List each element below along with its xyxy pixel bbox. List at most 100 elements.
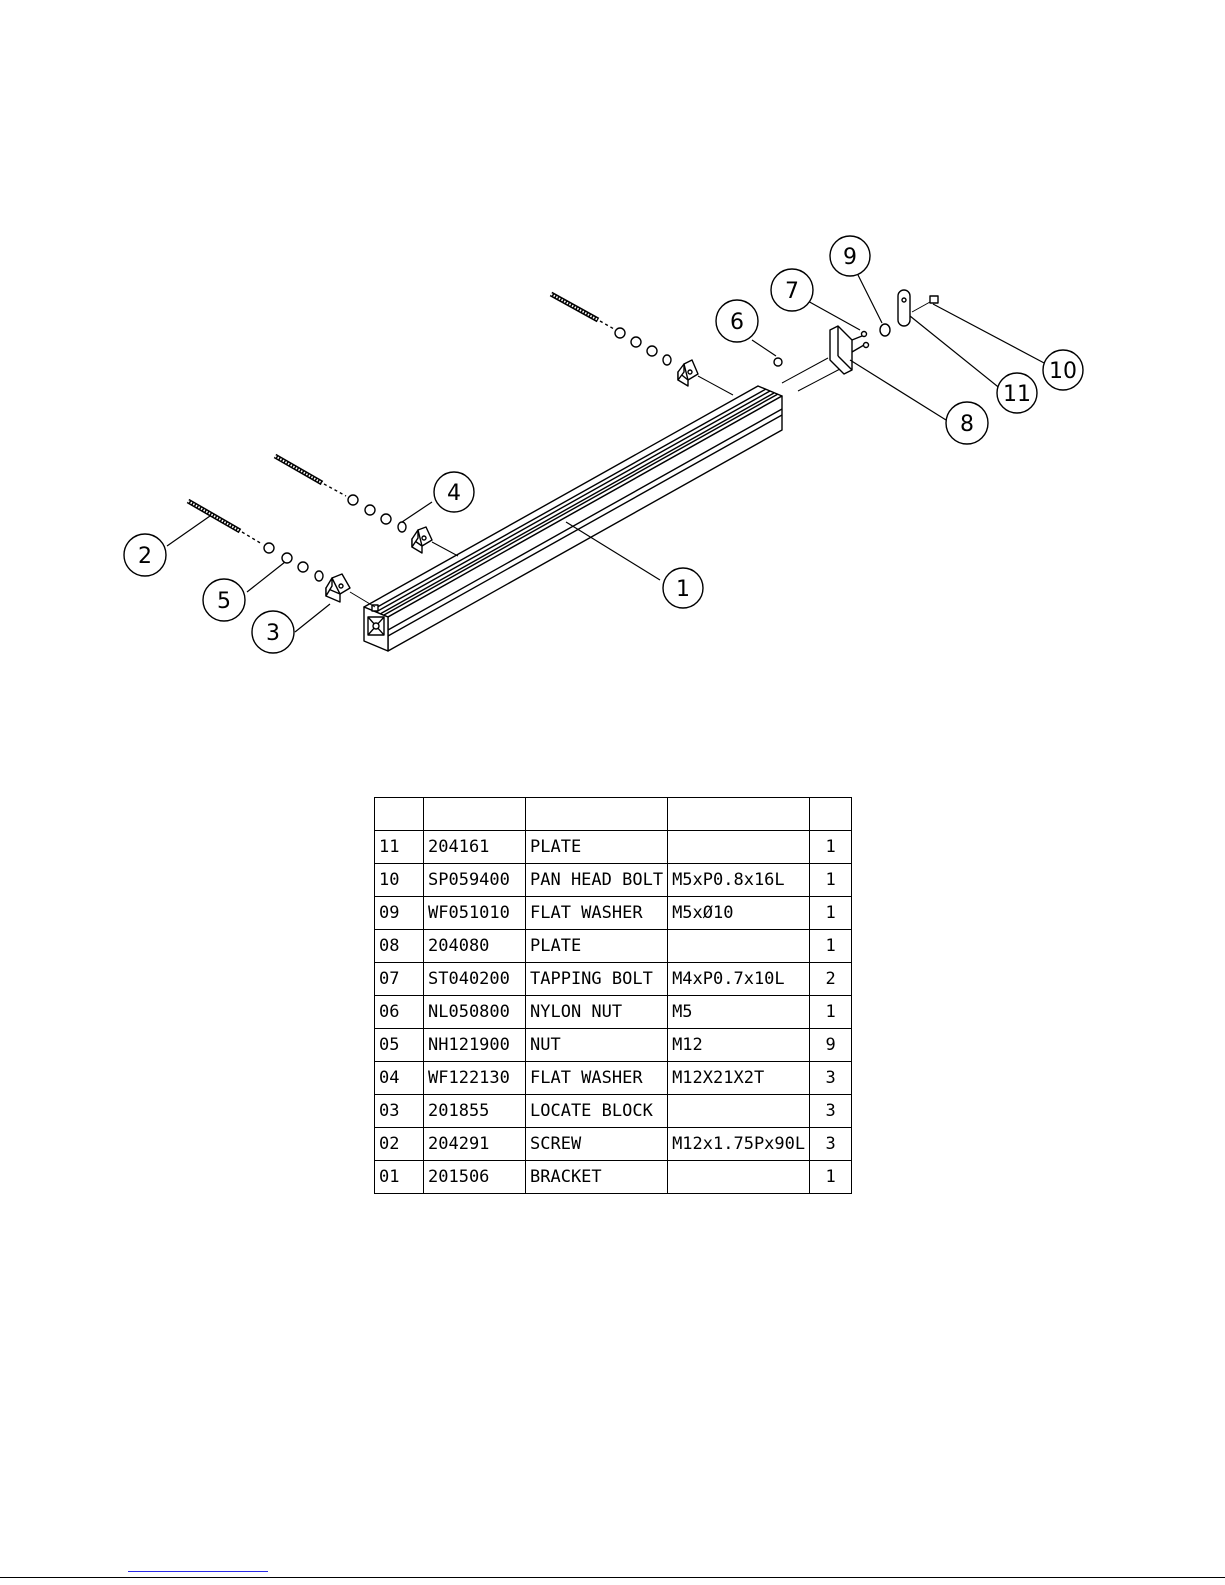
cell-code: 201506	[423, 1160, 526, 1194]
cell-qty: 3	[809, 1061, 853, 1095]
cell-desc: TAPPING BOLT	[524, 962, 669, 996]
pan-head-bolt-10	[929, 295, 939, 304]
cell-no: 01	[374, 1160, 424, 1194]
screw-assembly-2	[273, 453, 459, 557]
bracket-extrusion	[363, 385, 783, 652]
cell-no: 09	[374, 896, 424, 930]
washer-9	[879, 323, 891, 337]
screw-2	[186, 498, 242, 534]
cell-qty: 3	[809, 1127, 853, 1161]
screw-assembly-3	[549, 291, 734, 396]
callout-11: 11	[1003, 382, 1031, 407]
tapping-bolt-7	[860, 330, 868, 338]
header-cell	[524, 797, 669, 831]
cell-code: 204080	[423, 929, 526, 963]
cell-qty: 3	[809, 1094, 853, 1128]
cell-spec	[667, 1094, 811, 1128]
callout-2: 2	[138, 544, 152, 569]
cell-desc: PAN HEAD BOLT	[524, 863, 669, 897]
cell-qty: 1	[809, 1160, 853, 1194]
cell-spec: M12X21X2T	[667, 1061, 811, 1095]
washer-4a	[314, 570, 324, 582]
cell-spec: M12x1.75Px90L	[667, 1127, 811, 1161]
page-footer-rule	[0, 1577, 1225, 1578]
end-plate-hardware	[773, 289, 939, 392]
callout-7: 7	[785, 279, 799, 304]
cell-code: NL050800	[423, 995, 526, 1029]
cell-desc: NYLON NUT	[524, 995, 669, 1029]
callout-8: 8	[960, 412, 974, 437]
cell-spec	[667, 830, 811, 864]
cell-desc: LOCATE BLOCK	[524, 1094, 669, 1128]
cell-no: 03	[374, 1094, 424, 1128]
cell-code: NH121900	[423, 1028, 526, 1062]
callout-6: 6	[730, 310, 744, 335]
cell-code: ST040200	[423, 962, 526, 996]
cell-no: 11	[374, 830, 424, 864]
cell-no: 08	[374, 929, 424, 963]
cell-code: 204291	[423, 1127, 526, 1161]
table-header-row	[374, 797, 853, 831]
callout-9: 9	[843, 245, 857, 270]
cell-spec: M12	[667, 1028, 811, 1062]
cell-desc: BRACKET	[524, 1160, 669, 1194]
exploded-assembly-diagram: 1 2 3 4 5 6 7 9 8 10 11	[123, 235, 1084, 654]
cell-spec: M5xP0.8x16L	[667, 863, 811, 897]
header-cell	[423, 797, 526, 831]
cell-no: 10	[374, 863, 424, 897]
header-cell	[667, 797, 811, 831]
callout-5: 5	[217, 589, 231, 614]
leader-lines	[166, 274, 1047, 633]
cell-qty: 9	[809, 1028, 853, 1062]
cell-no: 04	[374, 1061, 424, 1095]
cell-desc: NUT	[524, 1028, 669, 1062]
cell-no: 05	[374, 1028, 424, 1062]
callout-1: 1	[676, 577, 690, 602]
cell-desc: FLAT WASHER	[524, 1061, 669, 1095]
cell-desc: PLATE	[524, 929, 669, 963]
cell-desc: SCREW	[524, 1127, 669, 1161]
callout-bubbles	[123, 235, 1084, 654]
cell-spec: M4xP0.7x10L	[667, 962, 811, 996]
plate-11	[897, 289, 911, 327]
cell-spec: M5	[667, 995, 811, 1029]
cell-qty: 1	[809, 995, 853, 1029]
cell-qty: 1	[809, 929, 853, 963]
callout-3: 3	[266, 621, 280, 646]
cell-no: 02	[374, 1127, 424, 1161]
cell-spec	[667, 1160, 811, 1194]
cell-no: 07	[374, 962, 424, 996]
cell-code: 204161	[423, 830, 526, 864]
cell-qty: 1	[809, 863, 853, 897]
cell-spec: M5xØ10	[667, 896, 811, 930]
callout-10: 10	[1049, 359, 1077, 384]
nylon-nut-6	[773, 357, 783, 367]
screw-assembly-1	[186, 498, 376, 608]
cell-no: 06	[374, 995, 424, 1029]
cell-qty: 2	[809, 962, 853, 996]
header-cell	[809, 797, 853, 831]
nut-5	[263, 542, 309, 573]
cell-code: 201855	[423, 1094, 526, 1128]
callout-4: 4	[447, 481, 461, 506]
cell-qty: 1	[809, 896, 853, 930]
cell-desc: PLATE	[524, 830, 669, 864]
cell-qty: 1	[809, 830, 853, 864]
footer-link-underline[interactable]	[128, 1571, 268, 1572]
header-cell	[374, 797, 424, 831]
cell-code: WF051010	[423, 896, 526, 930]
cell-spec	[667, 929, 811, 963]
locate-block-3	[325, 573, 351, 603]
